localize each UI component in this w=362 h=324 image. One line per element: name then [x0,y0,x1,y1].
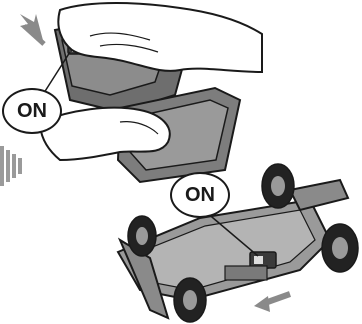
wheel-front-right [174,278,206,322]
on-callout-car: ON [170,172,230,218]
wheel-front-left [128,216,156,256]
step-arrow-icon [0,146,22,186]
wheel-rear-left [262,164,294,208]
wheel-rear-right [322,224,358,272]
on-callout-controller: ON [2,88,62,134]
direction-arrow-icon [254,294,290,312]
move-arrow-icon [20,14,44,44]
